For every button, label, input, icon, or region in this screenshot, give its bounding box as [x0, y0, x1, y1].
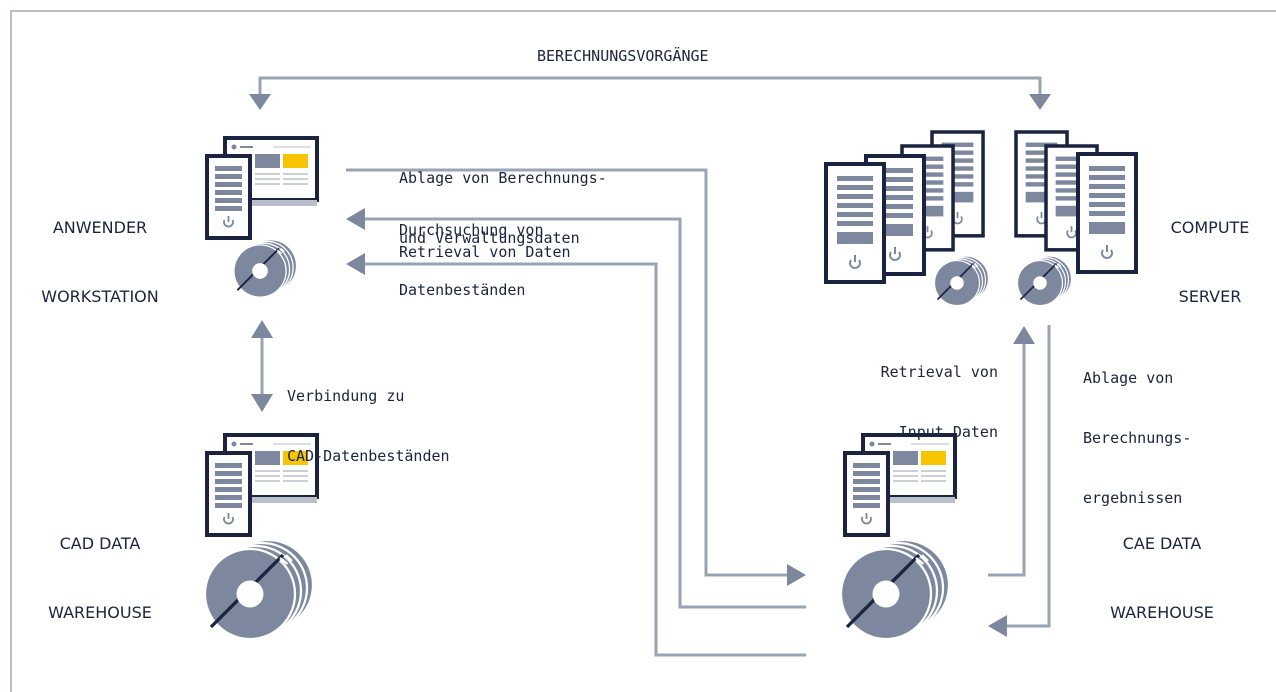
compute-storage-icon: [1016, 255, 1073, 307]
cad-connection-arrow: [251, 320, 273, 412]
ablage-label-line2: und Verwaltungsdaten: [399, 229, 580, 247]
ablage-ergebnisse-label-line1: Ablage von: [1083, 369, 1174, 387]
diagram-frame: [10, 10, 1276, 692]
cae-storage-icon: [839, 538, 951, 641]
cae-label-line2: WAREHOUSE: [1110, 603, 1214, 622]
cae-data-warehouse-label: CAE DATA WAREHOUSE: [1102, 486, 1222, 647]
verbindung-flow-label: Verbindung zu CAD-Datenbeständen: [287, 346, 450, 486]
cad-storage-icon: [203, 538, 315, 641]
anwender-workstation-label: ANWENDER WORKSTATION: [20, 170, 180, 331]
anwender-label-line1: ANWENDER: [52, 218, 148, 237]
retrieval-flow-line: [346, 253, 806, 657]
berechnung-connector: [249, 76, 1051, 110]
compute-storage-icon: [933, 255, 990, 307]
verbindung-label-line2: CAD-Datenbeständen: [287, 447, 450, 465]
durchsuchung-label-line1: Durchsuchung von: [399, 221, 544, 239]
durchsuchung-flow-line: [346, 208, 806, 609]
cad-label-line2: WAREHOUSE: [48, 603, 152, 622]
compute-label-line2: SERVER: [1178, 287, 1242, 306]
ablage-label-line1: Ablage von Berechnungs-: [399, 169, 607, 187]
durchsuchung-label-line2: Datenbeständen: [399, 281, 526, 299]
retrieval-input-label-line2: Input Daten: [898, 423, 998, 441]
server-tower-icon: [1076, 152, 1138, 274]
retrieval-input-label-line1: Retrieval von: [880, 363, 998, 381]
ablage-flow-label: Ablage von Berechnungs- und Verwaltungsd…: [399, 128, 607, 268]
cae-label-line1: CAE DATA: [1122, 534, 1202, 553]
anwender-storage-icon: [232, 238, 298, 299]
compute-server-label: COMPUTE SERVER: [1150, 170, 1270, 331]
retrieval-input-flow-label: Retrieval von Input Daten: [864, 322, 998, 462]
berechnungsvorgaenge-title: BERECHNUNGSVORGÄNGE: [537, 47, 709, 65]
server-tower-icon: [824, 162, 886, 284]
anwender-label-line2: WORKSTATION: [41, 287, 159, 306]
compute-label-line1: COMPUTE: [1170, 218, 1250, 237]
durchsuchung-flow-label: Durchsuchung von Datenbeständen: [399, 180, 544, 320]
anwender-workstation-icon: [205, 136, 319, 240]
retrieval-input-flow-line: [988, 326, 1035, 577]
ablage-ergebnisse-flow-line: [988, 325, 1051, 637]
ablage-ergebnisse-label-line3: ergebnissen: [1083, 489, 1183, 507]
ablage-ergebnisse-flow-label: Ablage von Berechnungs- ergebnissen: [1083, 328, 1191, 528]
retrieval-flow-label: Retrieval von Daten: [399, 243, 571, 261]
cad-label-line1: CAD DATA: [59, 534, 141, 553]
ablage-flow-line: [346, 168, 806, 586]
ablage-ergebnisse-label-line2: Berechnungs-: [1083, 429, 1192, 447]
cad-data-warehouse-label: CAD DATA WAREHOUSE: [20, 486, 180, 647]
verbindung-label-line1: Verbindung zu: [287, 387, 405, 405]
